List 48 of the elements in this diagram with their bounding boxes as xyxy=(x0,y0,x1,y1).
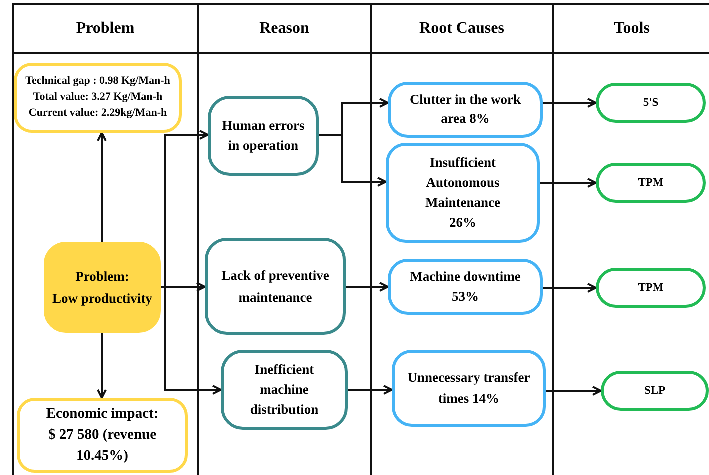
column-header: Problem xyxy=(14,5,197,52)
process-box xyxy=(386,143,540,243)
process-box xyxy=(388,82,543,138)
arrow xyxy=(97,132,107,242)
swimlane xyxy=(12,3,199,475)
node-text: Inefficient machine distribution xyxy=(249,360,320,420)
column-header: Root Causes xyxy=(372,5,552,52)
process-box xyxy=(17,398,188,473)
tool-box xyxy=(596,83,706,123)
process-box xyxy=(388,259,543,315)
process-box xyxy=(14,63,182,133)
node-text: Technical gap : 0.98 Kg/Man-h xyxy=(26,74,170,90)
node-text: Machine downtime 53% xyxy=(409,268,522,306)
node-text: Human errors in operation xyxy=(221,116,306,155)
arrow xyxy=(348,385,393,395)
process-box xyxy=(392,350,546,427)
node-text: Lack of preventive maintenance xyxy=(220,266,330,306)
column-header: Tools xyxy=(554,5,709,52)
node-text: Unnecessary transfer times 14% xyxy=(406,369,532,408)
tool-box xyxy=(596,268,706,308)
problem-box xyxy=(44,242,161,333)
arrow xyxy=(546,386,602,396)
node-text: TPM xyxy=(638,176,664,191)
process-box xyxy=(205,238,346,335)
process-box xyxy=(221,350,348,430)
arrow xyxy=(346,282,389,292)
process-box xyxy=(208,96,319,176)
node-text: TPM xyxy=(638,280,664,296)
column-header: Reason xyxy=(199,5,370,52)
node-text: Clutter in the work area 8% xyxy=(408,91,522,128)
tool-box xyxy=(596,163,706,203)
arrow xyxy=(540,178,597,188)
node-text: Total value: 3.27 Kg/Man-h xyxy=(33,90,163,106)
node-text: Current value: 2.29kg/Man-h xyxy=(28,106,168,121)
arrow xyxy=(97,333,107,399)
node-text: Economic impact: xyxy=(46,404,159,424)
node-text: SLP xyxy=(644,384,666,399)
node-text: 5'S xyxy=(643,96,659,111)
arrow xyxy=(161,286,222,395)
arrow xyxy=(543,98,597,108)
arrow xyxy=(319,134,387,187)
node-text: Problem: xyxy=(76,268,130,286)
arrow xyxy=(543,283,597,293)
node-text: Insufficient Autonomous Maintenance 26% xyxy=(424,154,502,232)
node-text: $ 27 580 (revenue 10.45%) xyxy=(47,426,158,466)
node-text: Low productivity xyxy=(52,290,152,308)
arrow xyxy=(161,130,209,288)
tool-box xyxy=(601,371,709,411)
